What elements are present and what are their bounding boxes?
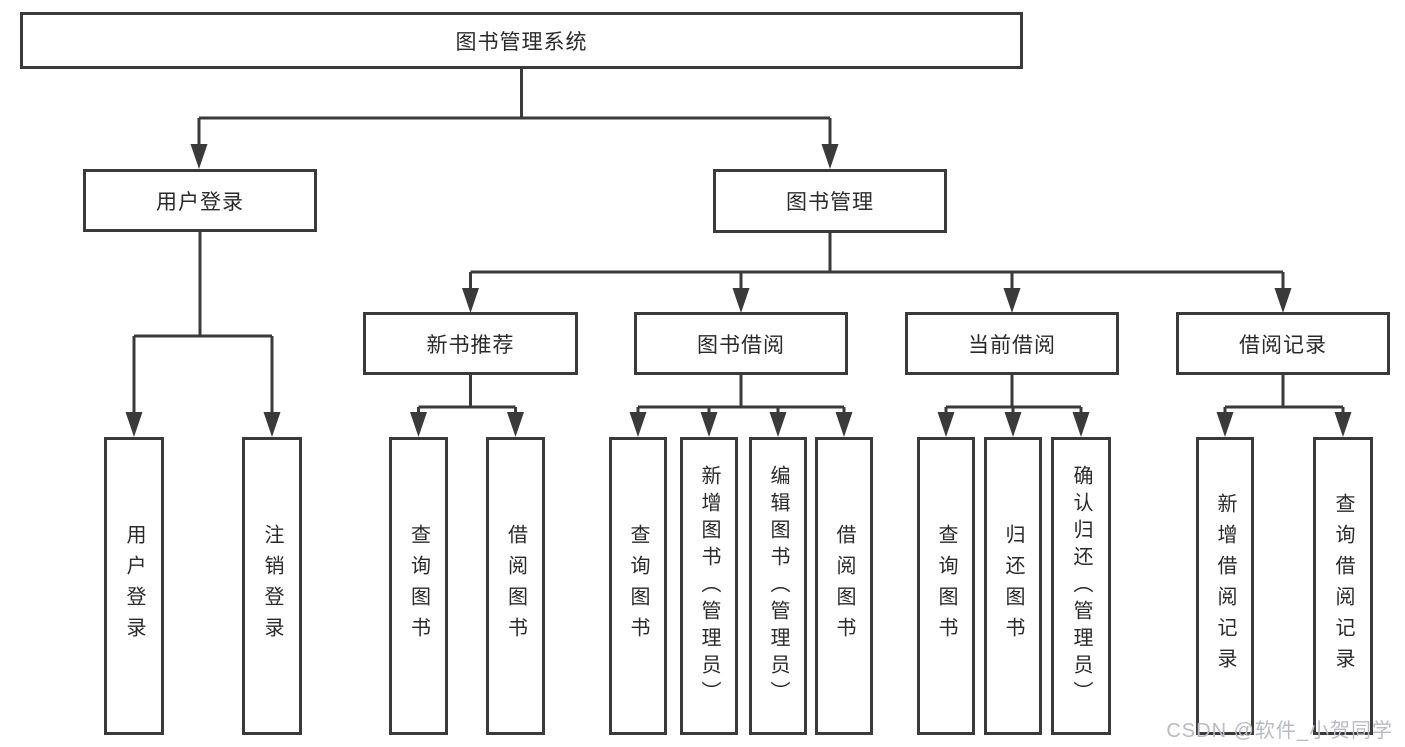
- arrow-down-icon: [821, 144, 839, 169]
- arrow-down-icon: [1274, 288, 1292, 313]
- leaf-return-books: 归还图书: [984, 437, 1042, 735]
- leaf-logout: 注销登录: [242, 437, 302, 735]
- node-book-borrowing: 图书借阅: [634, 312, 848, 375]
- leaf-confirm-return-admin: 确认归还（管理员）: [1051, 437, 1111, 735]
- node-user-login-branch: 用户登录: [83, 169, 317, 232]
- leaf-borrow-books: 借阅图书: [815, 437, 873, 735]
- leaf-user-login: 用户登录: [104, 437, 164, 735]
- arrow-down-icon: [629, 412, 647, 437]
- node-root-system: 图书管理系统: [20, 12, 1023, 69]
- arrow-down-icon: [1003, 288, 1021, 313]
- node-borrowing-records: 借阅记录: [1176, 312, 1390, 375]
- node-book-management: 图书管理: [713, 169, 947, 233]
- arrow-down-icon: [1072, 412, 1090, 437]
- arrow-down-icon: [1004, 412, 1022, 437]
- leaf-search-books-current: 查询图书: [917, 437, 975, 735]
- leaf-add-borrow-record: 新增借阅记录: [1196, 437, 1254, 735]
- arrow-down-icon: [937, 412, 955, 437]
- arrow-down-icon: [125, 412, 143, 437]
- arrow-down-icon: [462, 288, 479, 313]
- leaf-search-books-recommend: 查询图书: [389, 437, 448, 735]
- arrow-down-icon: [1216, 412, 1234, 437]
- arrow-down-icon: [1334, 412, 1352, 437]
- arrow-down-icon: [263, 412, 281, 437]
- arrow-down-icon: [700, 412, 718, 437]
- arrow-down-icon: [410, 412, 427, 437]
- arrow-down-icon: [835, 412, 853, 437]
- leaf-borrow-books-recommend: 借阅图书: [486, 437, 545, 735]
- watermark: CSDN @软件_小贺同学: [1166, 720, 1393, 742]
- node-current-borrowing: 当前借阅: [905, 312, 1119, 375]
- arrow-down-icon: [769, 412, 787, 437]
- leaf-search-borrow-record: 查询借阅记录: [1313, 437, 1373, 735]
- arrow-down-icon: [732, 288, 750, 313]
- arrow-down-icon: [190, 144, 208, 169]
- leaf-edit-books-admin: 编辑图书（管理员）: [749, 437, 807, 735]
- leaf-search-books-borrowing: 查询图书: [609, 437, 667, 735]
- arrowheads: [125, 144, 1352, 437]
- leaf-add-books-admin: 新增图书（管理员）: [680, 437, 738, 735]
- arrow-down-icon: [507, 412, 524, 437]
- node-new-book-recommendation: 新书推荐: [363, 312, 578, 375]
